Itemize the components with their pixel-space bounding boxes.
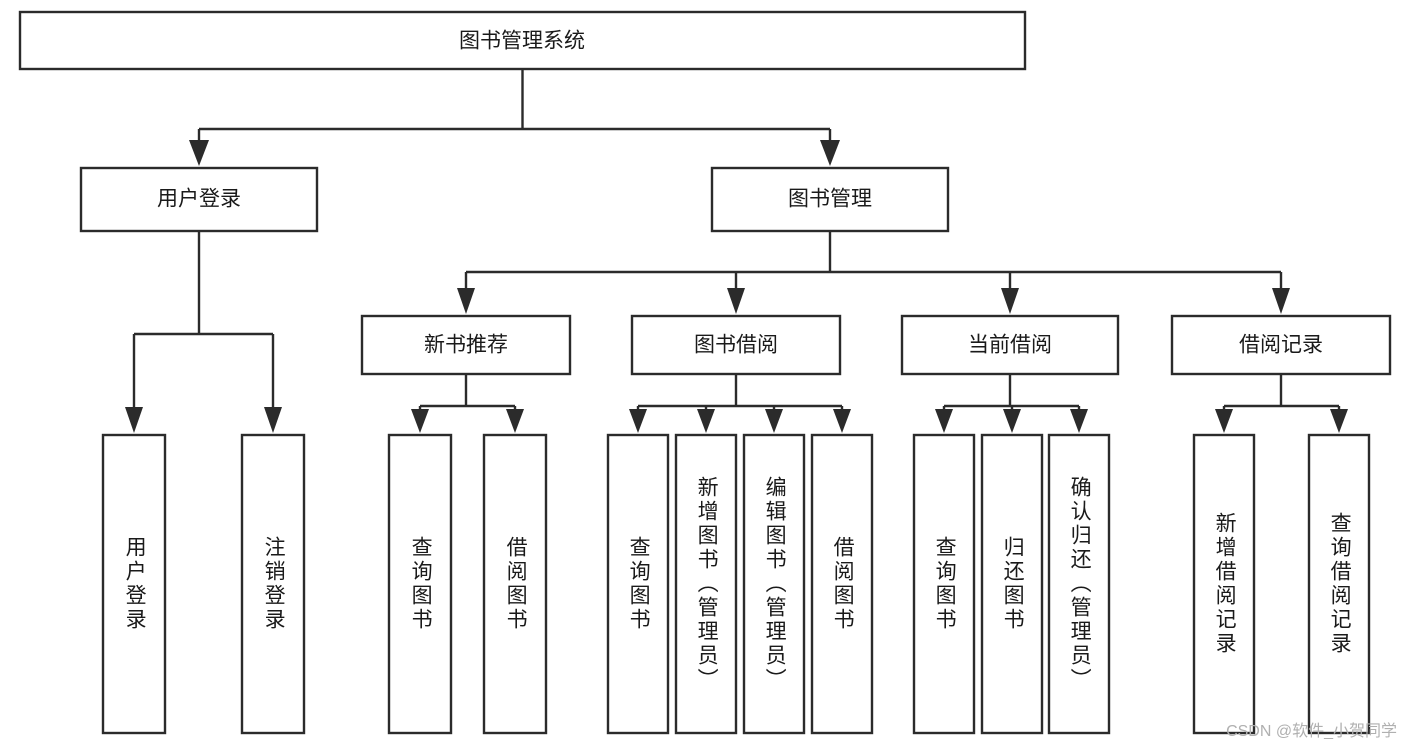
arrow-head-new-book-rec (457, 288, 475, 314)
watermark-text: CSDN @软件_小贺同学 (1226, 723, 1397, 740)
connector-group-new-book-rec (411, 374, 524, 433)
arrow-head-leaf-query-book-rec (411, 409, 429, 433)
node-user-login[interactable]: 用户登录 (79, 166, 319, 233)
connector-group-borrow-record (1215, 374, 1348, 433)
arrow-head-current-borrow (1001, 288, 1019, 314)
connector-group-book-manage (457, 231, 1290, 314)
node-new-book-rec-label: 新书推荐 (424, 334, 508, 357)
leaf-borrow-book-box[interactable] (810, 433, 874, 735)
leaf-add-book-box[interactable] (674, 433, 738, 735)
arrow-head-leaf-borrow-book-rec (506, 409, 524, 433)
leaf-query-book-current-box[interactable] (912, 433, 976, 735)
arrow-head-leaf-borrow-book (833, 409, 851, 433)
node-book-manage[interactable]: 图书管理 (710, 166, 950, 233)
leaf-query-record-box[interactable] (1307, 433, 1371, 735)
arrow-head-leaf-return-book (1003, 409, 1021, 433)
leaf-query-book-rec-box[interactable] (387, 433, 453, 735)
leaf-user-login-box[interactable] (101, 433, 167, 735)
leaf-user-logout-box[interactable] (240, 433, 306, 735)
arrow-head-leaf-user-logout (264, 407, 282, 433)
node-borrow-record[interactable]: 借阅记录 (1170, 314, 1392, 376)
node-root[interactable]: 图书管理系统 (18, 10, 1027, 71)
node-new-book-rec-box[interactable] (360, 314, 572, 376)
node-current-borrow-label: 当前借阅 (968, 334, 1052, 357)
arrow-head-leaf-edit-book (765, 409, 783, 433)
arrow-head-book-borrow (727, 288, 745, 314)
node-book-borrow-box[interactable] (630, 314, 842, 376)
node-user-login-box[interactable] (79, 166, 319, 233)
node-root-label: 图书管理系统 (459, 30, 585, 53)
leaf-query-book-borrow-box[interactable] (606, 433, 670, 735)
arrow-head-leaf-query-book-borrow (629, 409, 647, 433)
node-root-box[interactable] (18, 10, 1027, 71)
arrow-head-leaf-query-record (1330, 409, 1348, 433)
node-borrow-record-box[interactable] (1170, 314, 1392, 376)
arrow-head-leaf-query-book-current (935, 409, 953, 433)
leaf-add-record-box[interactable] (1192, 433, 1256, 735)
arrow-head-leaf-add-record (1215, 409, 1233, 433)
arrow-head-leaf-confirm-return (1070, 409, 1088, 433)
arrow-head-user-login (189, 140, 209, 166)
node-current-borrow-box[interactable] (900, 314, 1120, 376)
arrow-head-leaf-user-login (125, 407, 143, 433)
node-user-login-label: 用户登录 (157, 188, 241, 211)
node-borrow-record-label: 借阅记录 (1239, 334, 1323, 357)
node-new-book-rec[interactable]: 新书推荐 (360, 314, 572, 376)
arrow-head-leaf-add-book (697, 409, 715, 433)
connector-group-user-login (125, 231, 282, 433)
node-book-borrow[interactable]: 图书借阅 (630, 314, 842, 376)
leaf-confirm-return-box[interactable] (1047, 433, 1111, 735)
leaf-borrow-book-rec-box[interactable] (482, 433, 548, 735)
arrow-head-book-manage (820, 140, 840, 166)
connector-group-current-borrow (935, 374, 1088, 433)
connector-group-root (189, 69, 840, 166)
arrow-head-borrow-record (1272, 288, 1290, 314)
leaf-boxes (101, 433, 1371, 735)
leaf-edit-book-box[interactable] (742, 433, 806, 735)
leaf-return-book-box[interactable] (980, 433, 1044, 735)
node-current-borrow[interactable]: 当前借阅 (900, 314, 1120, 376)
node-book-borrow-label: 图书借阅 (694, 334, 778, 357)
node-book-manage-box[interactable] (710, 166, 950, 233)
node-book-manage-label: 图书管理 (788, 188, 872, 211)
connector-group-book-borrow (629, 374, 851, 433)
